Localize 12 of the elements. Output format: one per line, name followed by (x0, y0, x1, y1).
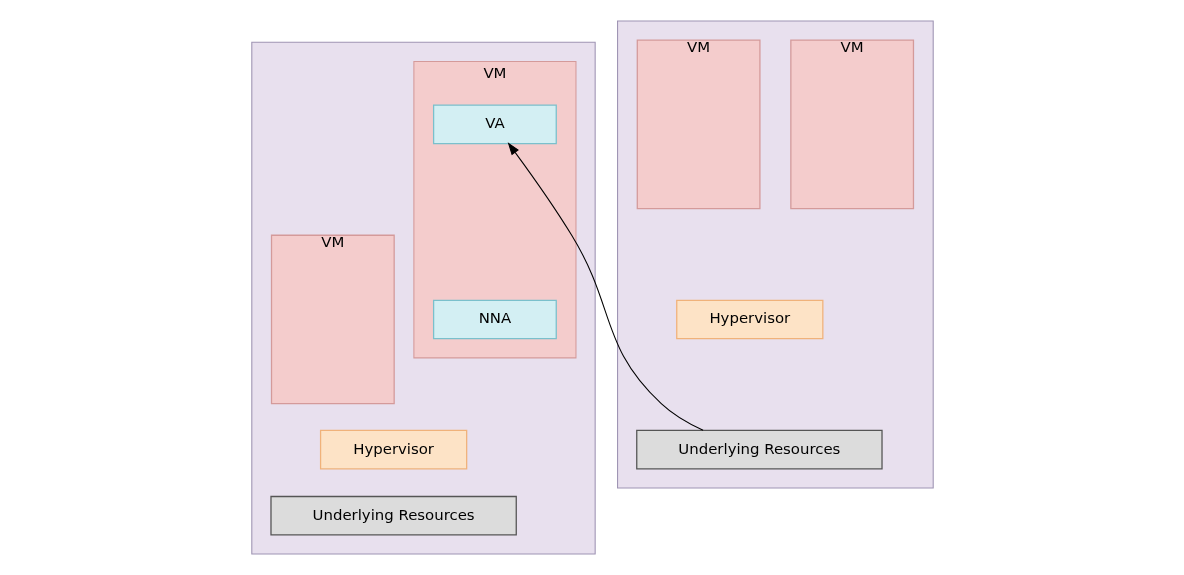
node-box: VM (636, 39, 761, 210)
node-box: NNA (432, 299, 557, 340)
node-box: VM (270, 234, 395, 405)
node-box: VM (789, 39, 914, 210)
cluster (250, 41, 596, 555)
node-box: Hypervisor (319, 429, 467, 470)
cluster (616, 20, 934, 489)
node-box: Underlying Resources (635, 429, 883, 470)
arrow (507, 142, 704, 431)
node-box: Hypervisor (675, 299, 823, 340)
node-box: Underlying Resources (269, 495, 517, 536)
node-box: VA (432, 104, 557, 145)
